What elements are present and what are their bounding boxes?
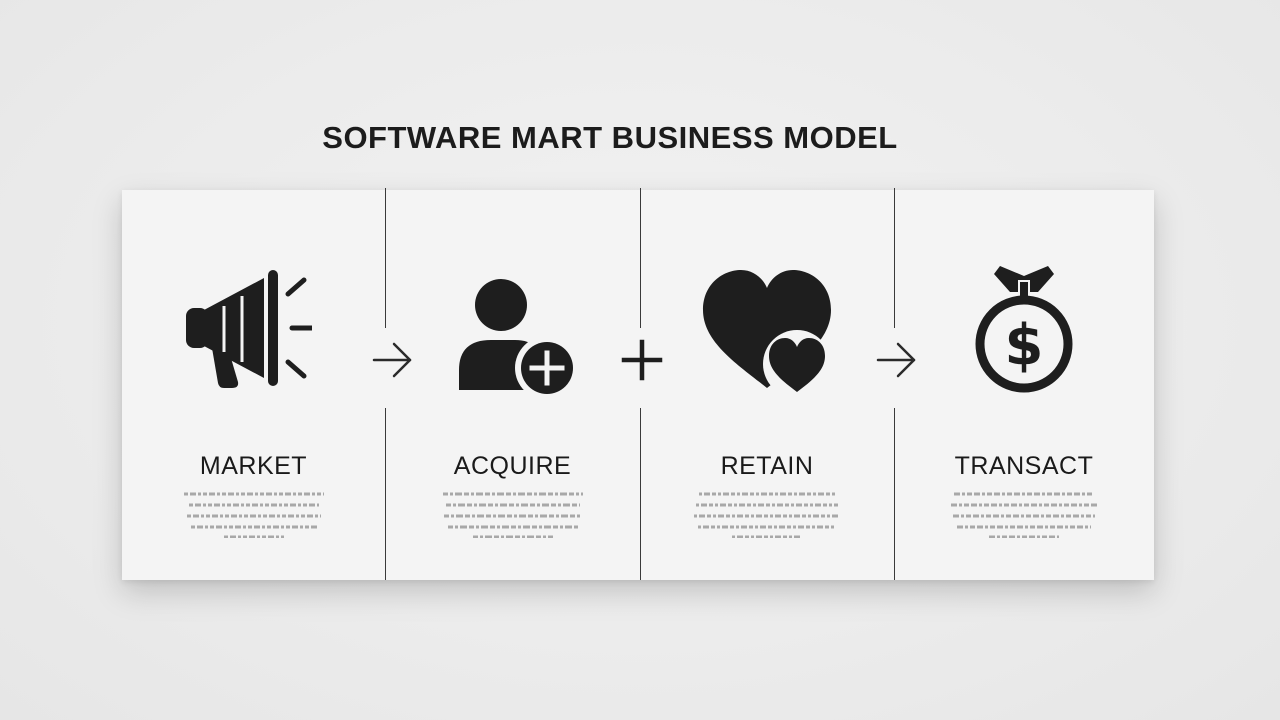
- add-user-icon: [458, 279, 579, 400]
- svg-text:$: $: [1005, 313, 1044, 378]
- arrow-right-icon: [876, 342, 916, 378]
- divider-line: [894, 408, 895, 580]
- divider-line: [385, 188, 386, 328]
- step-description-placeholder: [428, 490, 598, 541]
- step-acquire: ACQUIRE: [385, 190, 640, 580]
- placeholder-text-lines: [183, 492, 324, 539]
- placeholder-text-lines: [442, 492, 583, 539]
- hearts-icon: [703, 270, 831, 398]
- arrow-right-icon: [372, 342, 412, 378]
- placeholder-text-lines: [951, 492, 1097, 539]
- diagram-title: SOFTWARE MART BUSINESS MODEL: [322, 120, 898, 155]
- step-retain: RETAIN: [640, 190, 894, 580]
- placeholder-text-lines: [694, 492, 840, 539]
- step-label: TRANSACT: [954, 452, 1094, 480]
- step-description-placeholder: [939, 490, 1109, 541]
- step-label: ACQUIRE: [453, 452, 572, 480]
- step-transact: $ TRANSACT: [894, 190, 1154, 580]
- step-label: RETAIN: [720, 452, 814, 480]
- divider-line: [385, 408, 386, 580]
- business-model-panel: MARKET: [122, 190, 1154, 580]
- step-description-placeholder: [169, 490, 339, 541]
- step-label: MARKET: [199, 452, 308, 480]
- divider-line: [894, 188, 895, 328]
- megaphone-icon: [186, 270, 312, 388]
- plus-icon: [621, 339, 663, 381]
- money-bag-icon: $: [975, 266, 1073, 393]
- divider-line: [640, 408, 641, 580]
- step-description-placeholder: [682, 490, 852, 541]
- divider-line: [640, 188, 641, 328]
- step-market: MARKET: [122, 190, 385, 580]
